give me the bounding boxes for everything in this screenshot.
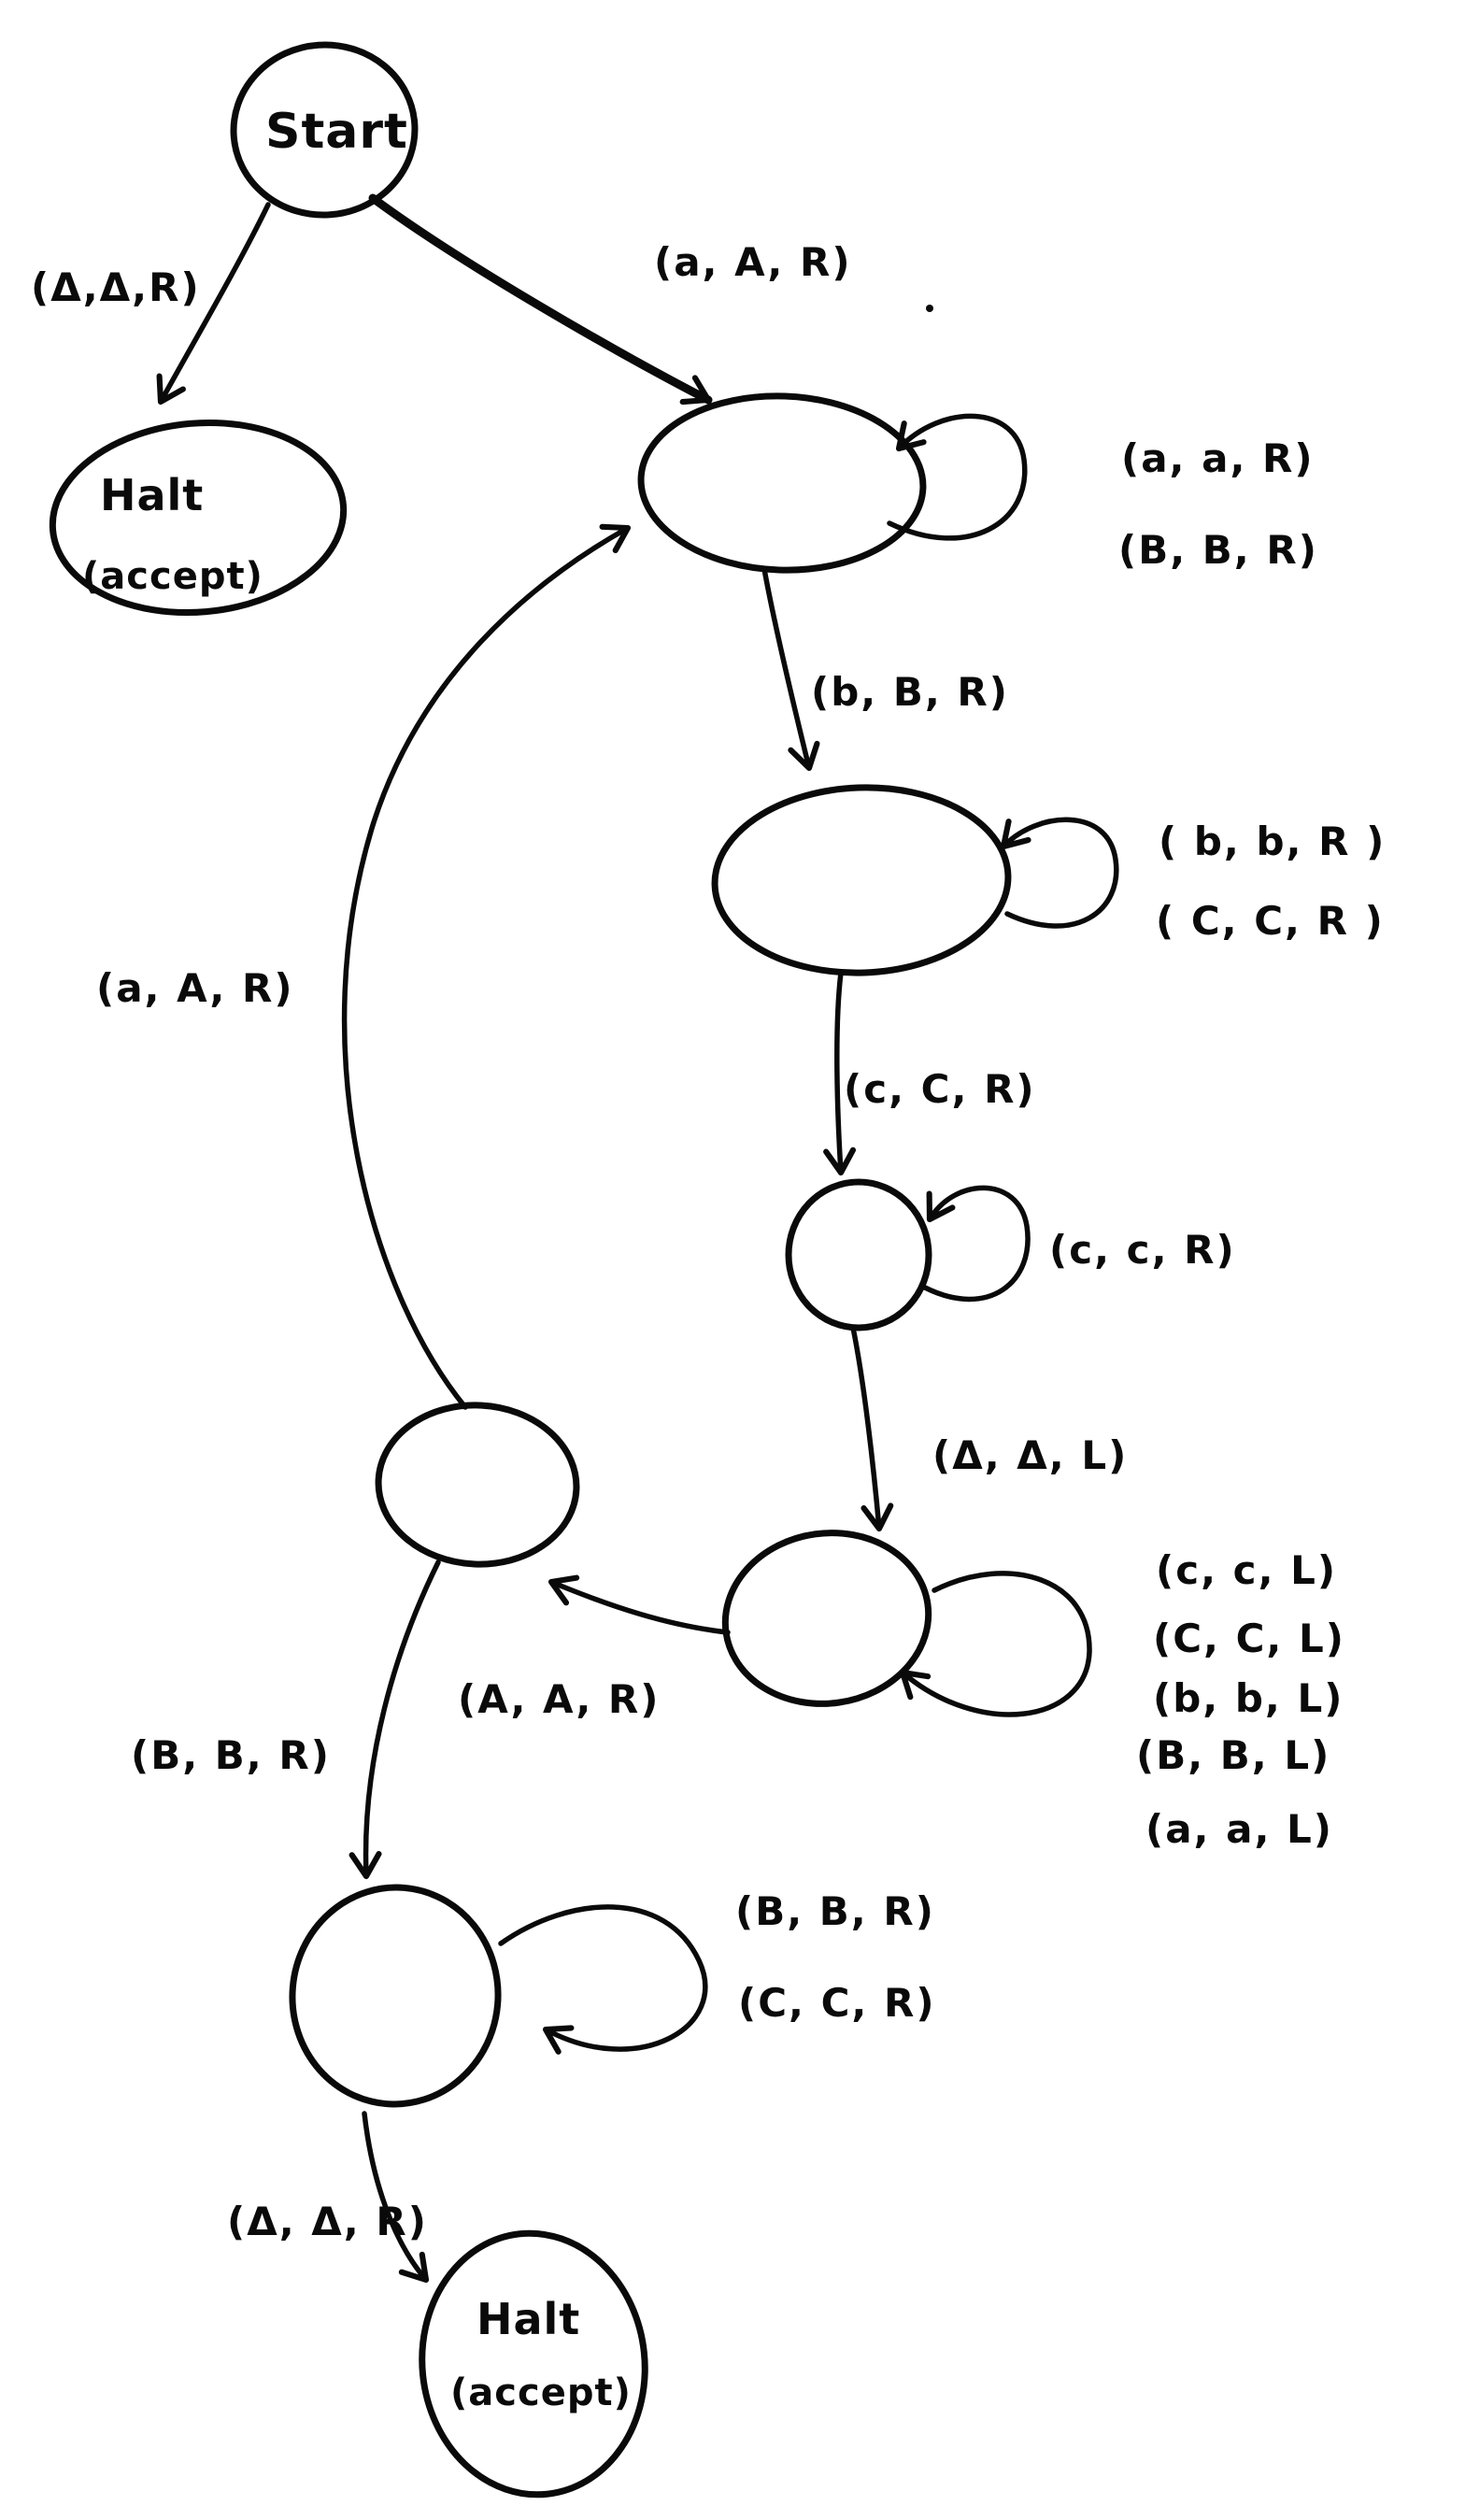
state-node-q1 xyxy=(637,392,927,574)
halt-bottom-label-line2: (accept) xyxy=(450,2371,632,2414)
label-q5-to-q1: (a, A, R) xyxy=(96,965,294,1011)
label-q6-loop-line1: (B, B, R) xyxy=(735,1888,935,1934)
state-node-halt-bottom xyxy=(419,2229,648,2499)
ink-dot xyxy=(926,305,933,312)
edge-q1-to-q2 xyxy=(761,566,820,772)
label-q2-loop-line1: ( b, b, R ) xyxy=(1159,819,1386,864)
edge-q6-to-halt-bottom xyxy=(362,2111,430,2284)
edge-q5-to-q1 xyxy=(341,523,632,1410)
label-q3-loop: (c, c, R) xyxy=(1049,1227,1236,1273)
state-node-q2 xyxy=(711,784,1012,976)
edge-q3-to-q4 xyxy=(850,1325,894,1532)
edge-q3-self-loop xyxy=(922,1185,1031,1303)
start-node-label: Start xyxy=(265,104,408,160)
label-q1-loop-line1: (a, a, R) xyxy=(1121,435,1315,481)
state-node-q5 xyxy=(375,1402,580,1568)
label-q1-to-q2: (b, B, R) xyxy=(811,669,1009,715)
label-q2-loop-line2: ( C, C, R ) xyxy=(1156,898,1385,944)
state-node-start xyxy=(230,41,419,219)
state-node-q4 xyxy=(721,1530,932,1707)
label-q3-to-q4: (Δ, Δ, L) xyxy=(932,1432,1128,1478)
edge-q6-self-loop xyxy=(498,1904,708,2055)
label-q4-loop-line3: (b, b, L) xyxy=(1153,1675,1344,1721)
label-q4-loop-line4: (B, B, L) xyxy=(1136,1732,1330,1778)
label-q2-to-q3: (c, C, R) xyxy=(844,1066,1036,1112)
edge-q4-self-loop xyxy=(899,1571,1092,1717)
label-q5-to-q6: (B, B, R) xyxy=(131,1732,331,1778)
label-q4-to-q5: (A, A, R) xyxy=(458,1676,660,1722)
state-node-q3 xyxy=(785,1178,932,1331)
edge-q2-self-loop xyxy=(1000,817,1119,929)
label-q1-loop-line2: (B, B, R) xyxy=(1118,527,1318,573)
label-q4-loop-line5: (a, a, L) xyxy=(1145,1806,1333,1852)
label-q4-loop-line1: (c, c, L) xyxy=(1156,1547,1337,1593)
halt-bottom-label-line1: Halt xyxy=(476,2294,580,2344)
label-q6-loop-line2: (C, C, R) xyxy=(738,1980,936,2026)
edge-q2-to-q3 xyxy=(823,970,857,1176)
edge-start-to-halt-top xyxy=(156,202,271,406)
label-q4-loop-line2: (C, C, L) xyxy=(1153,1616,1345,1661)
halt-top-label-line2: (accept) xyxy=(82,555,263,598)
label-q6-to-halt: (Δ, Δ, R) xyxy=(227,2199,428,2244)
halt-top-label-line1: Halt xyxy=(100,470,204,520)
state-node-halt-top xyxy=(49,419,348,617)
edge-start-to-q1 xyxy=(368,193,713,406)
edge-q4-to-q5 xyxy=(548,1574,731,1635)
label-start-to-q1: (a, A, R) xyxy=(654,239,852,285)
state-node-q6 xyxy=(289,1884,502,2108)
label-start-to-halt: (Δ,Δ,R) xyxy=(31,264,201,310)
edge-q5-to-q6 xyxy=(348,1559,441,1880)
edge-q1-self-loop xyxy=(887,413,1028,541)
